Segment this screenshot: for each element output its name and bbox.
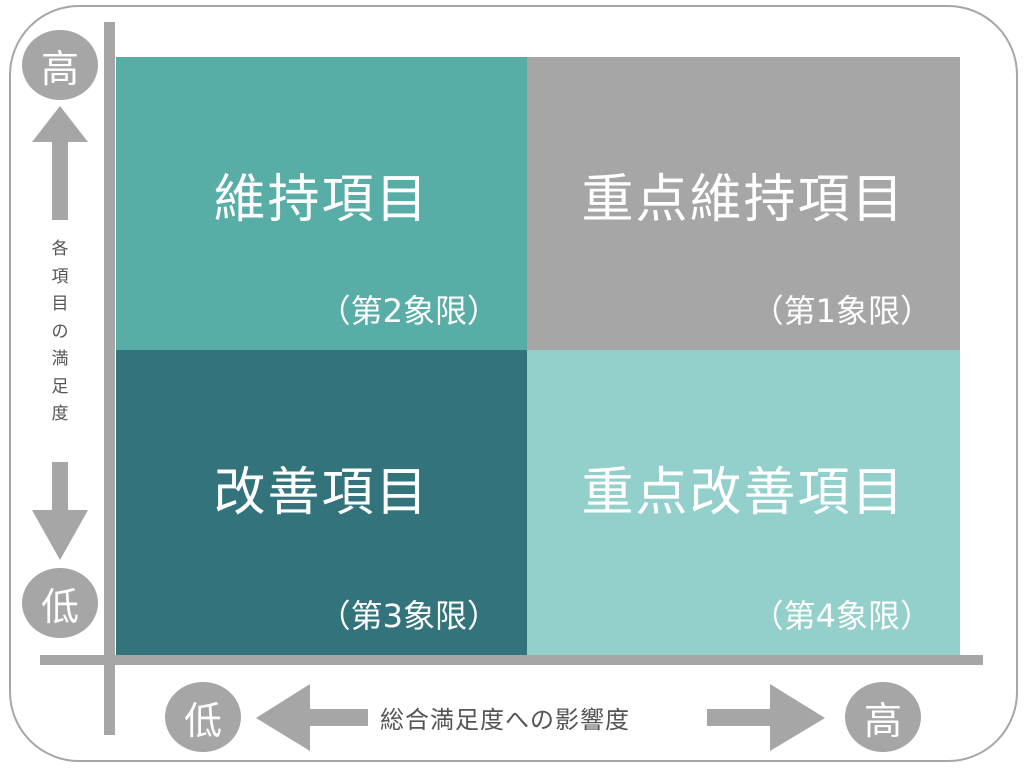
- x-high-badge: 高: [845, 682, 921, 752]
- quadrant-1: 重点維持項目 （第1象限）: [527, 57, 960, 350]
- quadrant-label: （第4象限）: [751, 597, 932, 635]
- arrow-left-icon: [256, 684, 368, 751]
- y-axis-line: [104, 22, 115, 735]
- quadrant-title: 重点維持項目: [581, 170, 906, 230]
- quadrant-label: （第1象限）: [751, 292, 932, 330]
- quadrant-2: 維持項目 （第2象限）: [116, 57, 527, 350]
- quadrant-4: 重点改善項目 （第4象限）: [527, 350, 960, 655]
- arrow-down-icon: [32, 462, 88, 560]
- quadrant-label: （第3象限）: [318, 597, 499, 635]
- quadrant-title: 重点改善項目: [581, 463, 906, 523]
- arrow-right-icon: [707, 684, 825, 751]
- x-axis-line: [40, 655, 983, 665]
- arrow-up-icon: [32, 106, 88, 220]
- x-low-badge: 低: [165, 682, 241, 752]
- y-axis-label: 各項目の満足度: [51, 239, 69, 424]
- x-axis-label: 総合満足度への影響度: [380, 706, 630, 734]
- quadrant-title: 維持項目: [213, 170, 430, 230]
- y-high-badge: 高: [22, 30, 98, 100]
- diagram-frame: [9, 5, 1018, 762]
- y-low-badge: 低: [22, 568, 98, 638]
- quadrant-label: （第2象限）: [318, 292, 499, 330]
- quadrant-title: 改善項目: [213, 463, 430, 523]
- quadrant-3: 改善項目 （第3象限）: [116, 350, 527, 655]
